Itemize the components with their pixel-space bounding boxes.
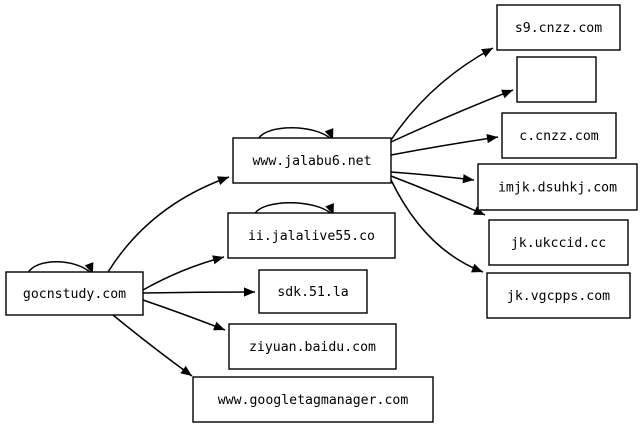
graph-node-googletagmanager[interactable]: www.googletagmanager.com bbox=[192, 376, 434, 423]
node-label: ii.jalalive55.co bbox=[248, 229, 375, 244]
edge-jalabu6-to-s9cnzz bbox=[390, 47, 494, 141]
edge-line bbox=[390, 175, 486, 216]
node-label: jk.ukccid.cc bbox=[511, 236, 606, 251]
edge-jalalive55-to-jalalive55 bbox=[254, 202, 334, 215]
edge-line bbox=[27, 261, 92, 274]
graph-node-blank[interactable] bbox=[516, 56, 597, 103]
arrowhead bbox=[324, 128, 334, 140]
edge-gocnstudy-to-jalabu6 bbox=[107, 176, 230, 273]
edge-line bbox=[142, 291, 256, 294]
node-label: c.cnzz.com bbox=[519, 129, 598, 144]
node-box[interactable] bbox=[228, 323, 397, 370]
edge-line bbox=[142, 299, 226, 331]
edge-line bbox=[142, 256, 225, 291]
node-box[interactable] bbox=[258, 269, 368, 314]
arrowhead bbox=[244, 287, 255, 297]
edge-line bbox=[390, 179, 484, 273]
edge-gocnstudy-to-jalalive55 bbox=[142, 255, 225, 291]
edge-layer bbox=[27, 47, 514, 377]
node-label: www.googletagmanager.com bbox=[218, 393, 409, 408]
arrowhead bbox=[481, 48, 493, 58]
node-label: imjk.dsuhkj.com bbox=[498, 181, 617, 196]
node-box[interactable] bbox=[477, 163, 638, 211]
graph-node-jalalive55[interactable]: ii.jalalive55.co bbox=[227, 212, 396, 259]
arrowhead bbox=[325, 203, 334, 215]
node-box[interactable] bbox=[232, 137, 392, 184]
node-label: www.jalabu6.net bbox=[252, 154, 371, 169]
edge-jalabu6-to-jalabu6 bbox=[257, 127, 334, 140]
edge-jalabu6-to-ccnzz bbox=[390, 134, 499, 156]
edge-gocnstudy-to-googletagmanager bbox=[112, 314, 193, 377]
graph-node-ccnzz[interactable]: c.cnzz.com bbox=[501, 112, 617, 159]
edge-gocnstudy-to-sdk51 bbox=[142, 287, 256, 297]
edge-jalabu6-to-jkvgcpps bbox=[390, 179, 484, 273]
edge-gocnstudy-to-ziyuan bbox=[142, 299, 226, 331]
node-label: s9.cnzz.com bbox=[515, 21, 602, 36]
graph-node-sdk51[interactable]: sdk.51.la bbox=[258, 269, 368, 314]
arrowhead bbox=[84, 262, 94, 274]
arrowhead bbox=[217, 176, 229, 186]
edge-line bbox=[390, 89, 514, 143]
graph-node-gocnstudy[interactable]: gocnstudy.com bbox=[5, 271, 144, 316]
arrowhead bbox=[471, 263, 483, 273]
edge-jalabu6-to-jkukccid bbox=[390, 175, 486, 216]
graph-node-ziyuan[interactable]: ziyuan.baidu.com bbox=[228, 323, 397, 370]
arrowhead bbox=[212, 255, 224, 265]
node-label: sdk.51.la bbox=[277, 285, 348, 300]
node-box[interactable] bbox=[227, 212, 396, 259]
edge-line bbox=[257, 127, 332, 140]
node-label: gocnstudy.com bbox=[23, 287, 126, 302]
arrowhead bbox=[213, 321, 225, 331]
node-label: jk.vgcpps.com bbox=[507, 289, 610, 304]
node-label: ziyuan.baidu.com bbox=[249, 340, 376, 355]
node-box[interactable] bbox=[192, 376, 434, 423]
arrowhead bbox=[501, 89, 513, 99]
node-box[interactable] bbox=[5, 271, 144, 316]
node-box[interactable] bbox=[516, 56, 597, 103]
arrowhead bbox=[486, 134, 498, 144]
node-box[interactable] bbox=[486, 272, 631, 319]
node-box[interactable] bbox=[496, 4, 621, 51]
arrowhead bbox=[180, 365, 192, 376]
node-layer: gocnstudy.com www.jalabu6.net ii.jalalive5… bbox=[5, 4, 638, 423]
graph-node-jkukccid[interactable]: jk.ukccid.cc bbox=[488, 219, 629, 266]
edge-gocnstudy-to-gocnstudy bbox=[27, 261, 94, 274]
node-box[interactable] bbox=[488, 219, 629, 266]
edge-jalabu6-to-blank bbox=[390, 89, 514, 143]
edge-line bbox=[390, 171, 475, 181]
edge-line bbox=[107, 176, 230, 273]
graph-node-imjk[interactable]: imjk.dsuhkj.com bbox=[477, 163, 638, 211]
edge-line bbox=[254, 202, 333, 215]
edge-jalabu6-to-imjk bbox=[390, 171, 475, 184]
arrowhead bbox=[462, 174, 474, 184]
graph-node-s9cnzz[interactable]: s9.cnzz.com bbox=[496, 4, 621, 51]
edge-line bbox=[390, 47, 494, 141]
graph-node-jkvgcpps[interactable]: jk.vgcpps.com bbox=[486, 272, 631, 319]
edge-line bbox=[390, 136, 499, 156]
graph-node-jalabu6[interactable]: www.jalabu6.net bbox=[232, 137, 392, 184]
node-box[interactable] bbox=[501, 112, 617, 159]
edge-line bbox=[112, 314, 193, 377]
